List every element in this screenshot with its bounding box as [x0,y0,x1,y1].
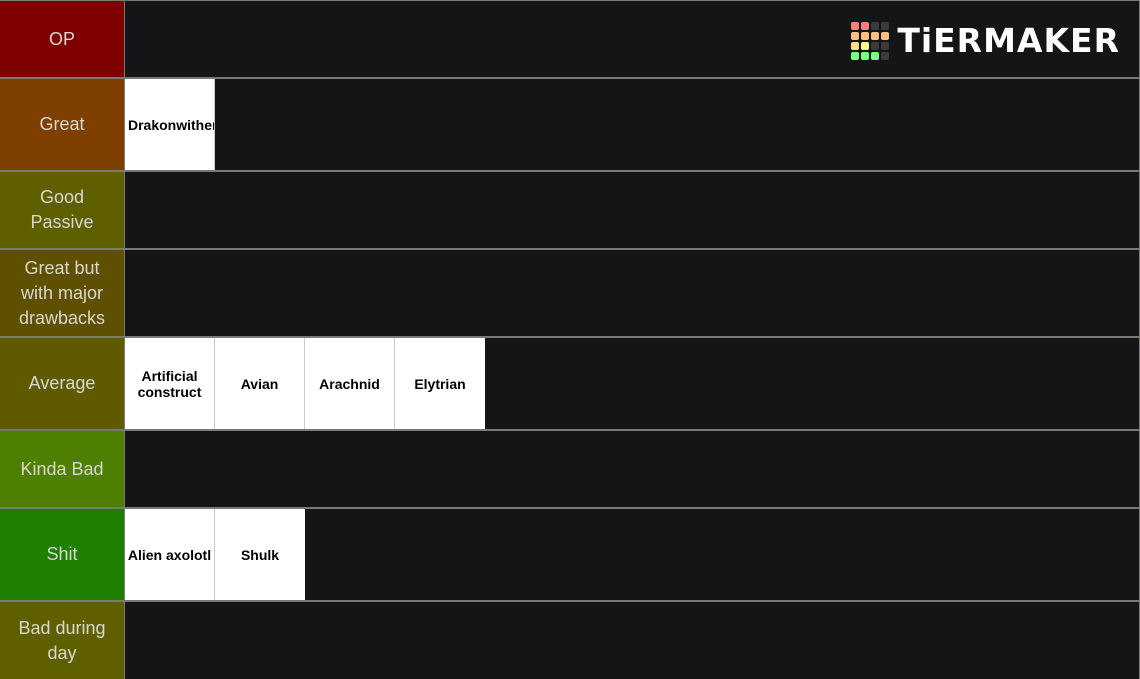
tier-label-text: Great [39,114,85,134]
tier-dropzone-good-passive[interactable] [125,172,1139,248]
logo-cell [851,22,860,30]
item-card[interactable]: Artificial construct [125,338,215,429]
tier-row-shit: Shit Alien axolotl Shulk [0,509,1140,600]
logo-cell [861,32,870,40]
logo-cell [881,42,890,50]
tier-label-good-passive[interactable]: Good Passive [0,172,124,248]
item-card-label: Elytrian [414,375,466,392]
tier-label-kinda-bad[interactable]: Kinda Bad [0,431,124,507]
item-card-label: Artificial construct [137,367,202,400]
logo-cell [881,22,890,30]
logo-cell [881,32,890,40]
logo-cell [851,42,860,50]
item-card[interactable]: Shulk [215,509,305,600]
tier-label-text: Great but with major drawbacks [18,257,106,328]
item-card-label: Shulk [240,546,280,563]
tiermaker-grid-icon [851,22,890,60]
tier-label-shit[interactable]: Shit [0,509,124,600]
logo-cell [861,22,870,30]
logo-cell [871,32,880,40]
tier-label-text: Shit [46,544,78,564]
tier-row-great-but-drawbacks: Great but with major drawbacks [0,250,1140,336]
tier-label-text: Average [28,373,96,393]
tier-label-great-but-drawbacks[interactable]: Great but with major drawbacks [0,250,124,336]
tier-label-text: Good Passive [30,187,94,232]
tier-dropzone-great[interactable]: Drakonwither [125,79,1139,170]
logo-cell [881,52,890,60]
tier-dropzone-shit[interactable]: Alien axolotl Shulk [125,509,1139,600]
tier-label-op[interactable]: OP [0,1,124,77]
tier-dropzone-kinda-bad[interactable] [125,431,1139,507]
tier-dropzone-op[interactable]: TiERMAKER [125,1,1139,77]
item-card[interactable]: Avian [215,338,305,429]
tier-label-text: OP [48,28,75,49]
tier-row-kinda-bad: Kinda Bad [0,431,1140,507]
item-card[interactable]: Drakonwither [125,79,215,170]
tiermaker-logo-text: TiERMAKER [897,21,1120,60]
item-card-label: Arachnid [319,375,380,392]
logo-cell [861,52,870,60]
tiermaker-logo: TiERMAKER [851,20,1120,62]
item-card[interactable]: Elytrian [395,338,485,429]
tier-label-bad-during-day[interactable]: Bad during day [0,602,124,679]
item-card[interactable]: Arachnid [305,338,395,429]
tier-dropzone-average[interactable]: Artificial construct Avian Arachnid Elyt… [125,338,1139,429]
item-card-label: Drakonwither [128,116,215,133]
logo-cell [861,42,870,50]
tier-label-text: Kinda Bad [20,458,104,479]
tier-row-op: OP [0,1,1140,77]
tier-label-great[interactable]: Great [0,79,124,170]
logo-cell [851,32,860,40]
tier-row-good-passive: Good Passive [0,172,1140,248]
logo-cell [871,22,880,30]
logo-cell [871,42,880,50]
tier-dropzone-great-but-drawbacks[interactable] [125,250,1139,336]
item-card[interactable]: Alien axolotl [125,509,215,600]
logo-cell [871,52,880,60]
logo-cell [851,52,860,60]
tier-label-text: Bad during day [18,617,106,663]
item-card-label: Alien axolotl [127,546,212,563]
tier-row-great: Great Drakonwither [0,79,1140,170]
tier-dropzone-bad-during-day[interactable] [125,602,1139,679]
tier-label-average[interactable]: Average [0,338,124,429]
tier-row-average: Average Artificial construct Avian Arach… [0,338,1140,429]
tier-row-bad-during-day: Bad during day [0,602,1140,679]
item-card-label: Avian [240,375,279,392]
